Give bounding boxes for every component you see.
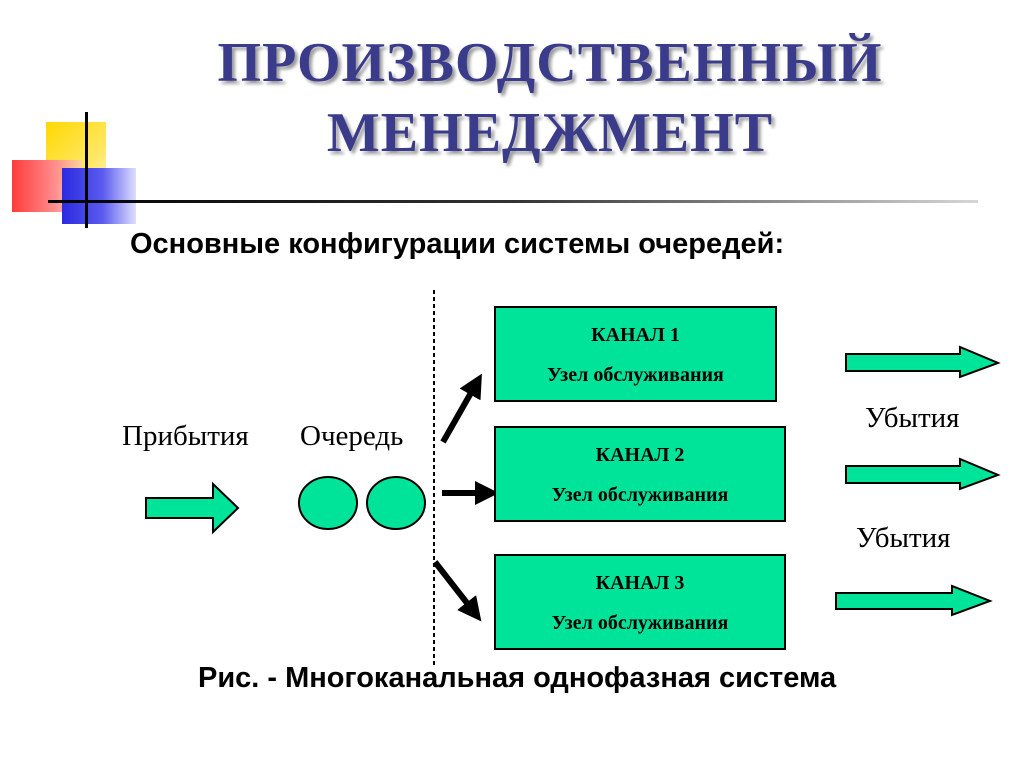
deco-blue-square: [62, 168, 136, 224]
departure-arrow-1: [845, 345, 1001, 379]
route-arrow-channel-1: [440, 373, 482, 444]
channel-box-3: КАНАЛ 3 Узел обслуживания: [494, 554, 786, 650]
channel-3-desc: Узел обслуживания: [551, 612, 729, 634]
channel-box-1: КАНАЛ 1 Узел обслуживания: [494, 306, 777, 402]
channel-2-name: КАНАЛ 2: [595, 444, 685, 466]
queue-item-2: [366, 476, 426, 530]
subtitle: Основные конфигурации системы очередей:: [130, 228, 785, 260]
departure-arrow-2: [845, 457, 1001, 491]
channel-1-desc: Узел обслуживания: [547, 364, 724, 386]
channel-3-name: КАНАЛ 3: [595, 572, 685, 594]
figure-caption: Рис. - Многоканальная однофазная система: [198, 662, 837, 694]
departures-label-1: Убытия: [865, 402, 960, 434]
route-arrow-channel-3: [432, 560, 482, 622]
title-line-2: МЕНЕДЖМЕНТ: [326, 102, 774, 164]
page-title: ПРОИЗВОДСТВЕННЫЙ МЕНЕДЖМЕНТ: [120, 28, 980, 168]
departures-label-2: Убытия: [856, 522, 951, 554]
channel-box-2: КАНАЛ 2 Узел обслуживания: [494, 426, 786, 522]
queue-item-1: [298, 476, 358, 530]
departure-arrow-3: [835, 584, 993, 617]
deco-vertical-line: [85, 112, 88, 228]
deco-horizontal-line: [48, 200, 978, 203]
title-line-1: ПРОИЗВОДСТВЕННЫЙ: [217, 32, 883, 94]
channel-1-name: КАНАЛ 1: [591, 324, 680, 346]
queue-label: Очередь: [300, 420, 404, 452]
channel-2-desc: Узел обслуживания: [551, 484, 729, 506]
arrivals-label: Прибытия: [122, 420, 249, 452]
arrival-arrow: [145, 481, 240, 535]
